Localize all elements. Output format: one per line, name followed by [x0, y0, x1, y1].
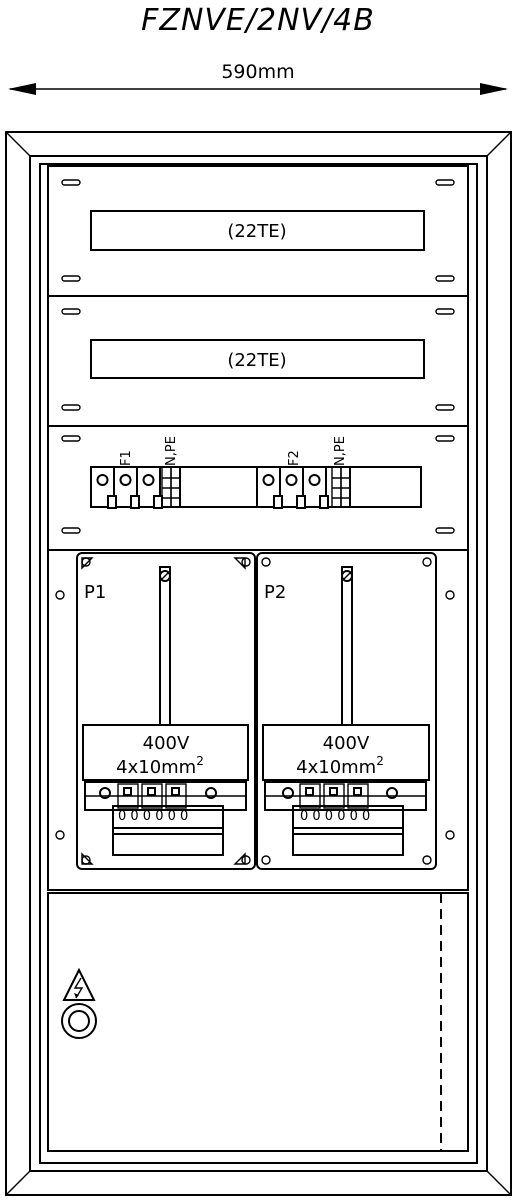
- screw-slot: [61, 435, 81, 442]
- meter-id-p1: P1: [84, 582, 106, 603]
- high-voltage-warning-icon: [62, 967, 96, 1001]
- screw-slot: [61, 275, 81, 282]
- meter-rating-plate: [82, 724, 249, 781]
- meter-panel-p2: P2 400V 4x10mm2 0 0 0 0 0 0: [256, 552, 437, 870]
- fuse-label-f1: F1: [119, 450, 134, 466]
- dimension-arrow-left: [8, 83, 36, 95]
- cabinet-frame: [5, 131, 512, 1196]
- neutral-label-2: N,PE: [333, 436, 348, 466]
- meter-cable-gland: [112, 827, 224, 856]
- fuse-screw: [285, 474, 298, 486]
- pe-terminal: [340, 466, 351, 508]
- drawing-title: FZNVE/2NV/4B: [141, 3, 375, 38]
- fuse-screw: [308, 474, 321, 486]
- meter-id-p2: P2: [264, 582, 286, 603]
- mounting-hole: [55, 830, 65, 840]
- meter-area: P1 400V 4x10mm2 0 0 0 0 0 0: [47, 549, 469, 891]
- meter-voltage-p1: 400V: [143, 733, 190, 754]
- width-label: 590mm: [221, 61, 294, 83]
- meter-cable-gland: [292, 827, 404, 856]
- screw-slot: [435, 435, 455, 442]
- fuse-holder: [136, 466, 161, 508]
- terminal-row: F1 N,PE F2 N,PE: [47, 425, 469, 551]
- meter-cable-p1: 4x10mm2: [116, 754, 204, 778]
- din-rail-row-2: (22TE): [47, 295, 469, 427]
- slot-22te-2: [90, 339, 425, 379]
- neutral-label-1: N,PE: [164, 436, 179, 466]
- slot-22te-1: [90, 210, 425, 251]
- meter-hook-bar: [159, 566, 171, 726]
- terminal-block-2: F2 N,PE: [256, 436, 351, 509]
- width-dimension: 590mm: [8, 61, 508, 95]
- screw-slot: [435, 527, 455, 534]
- mounting-hole: [445, 830, 455, 840]
- meter-hook-bar: [341, 566, 353, 726]
- meter-terminal-digits: 0 0 0 0 0 0: [118, 809, 188, 824]
- screw-slot: [61, 404, 81, 411]
- fuse-screw: [262, 474, 275, 486]
- fuse-screw: [142, 474, 155, 486]
- screw-slot: [61, 527, 81, 534]
- row-2-label: (22TE): [227, 350, 286, 371]
- meter-terminal-digits: 0 0 0 0 0 0: [300, 809, 370, 824]
- screw-slot: [435, 404, 455, 411]
- neutral-terminal: [331, 466, 342, 508]
- fuse-screw: [96, 474, 109, 486]
- screw-slot: [61, 179, 81, 186]
- fuse-holder: [302, 466, 327, 508]
- neutral-terminal: [161, 466, 172, 508]
- mounting-hole: [445, 590, 455, 600]
- screw-slot: [435, 275, 455, 282]
- door-lock-icon[interactable]: [61, 1003, 97, 1039]
- row-1-label: (22TE): [227, 221, 286, 242]
- meter-cable-p2: 4x10mm2: [296, 754, 384, 778]
- dimension-arrow-right: [480, 83, 508, 95]
- screw-slot: [435, 179, 455, 186]
- din-rail-row-1: (22TE): [47, 165, 469, 297]
- lower-door[interactable]: [47, 892, 469, 1152]
- mounting-hole: [55, 590, 65, 600]
- screw-slot: [61, 308, 81, 315]
- pe-terminal: [170, 466, 181, 508]
- meter-panel-p1: P1 400V 4x10mm2 0 0 0 0 0 0: [76, 552, 256, 870]
- meter-rating-plate: [262, 724, 430, 781]
- screw-slot: [435, 308, 455, 315]
- meter-voltage-p2: 400V: [323, 733, 370, 754]
- fuse-screw: [119, 474, 132, 486]
- fuse-label-f2: F2: [287, 450, 302, 466]
